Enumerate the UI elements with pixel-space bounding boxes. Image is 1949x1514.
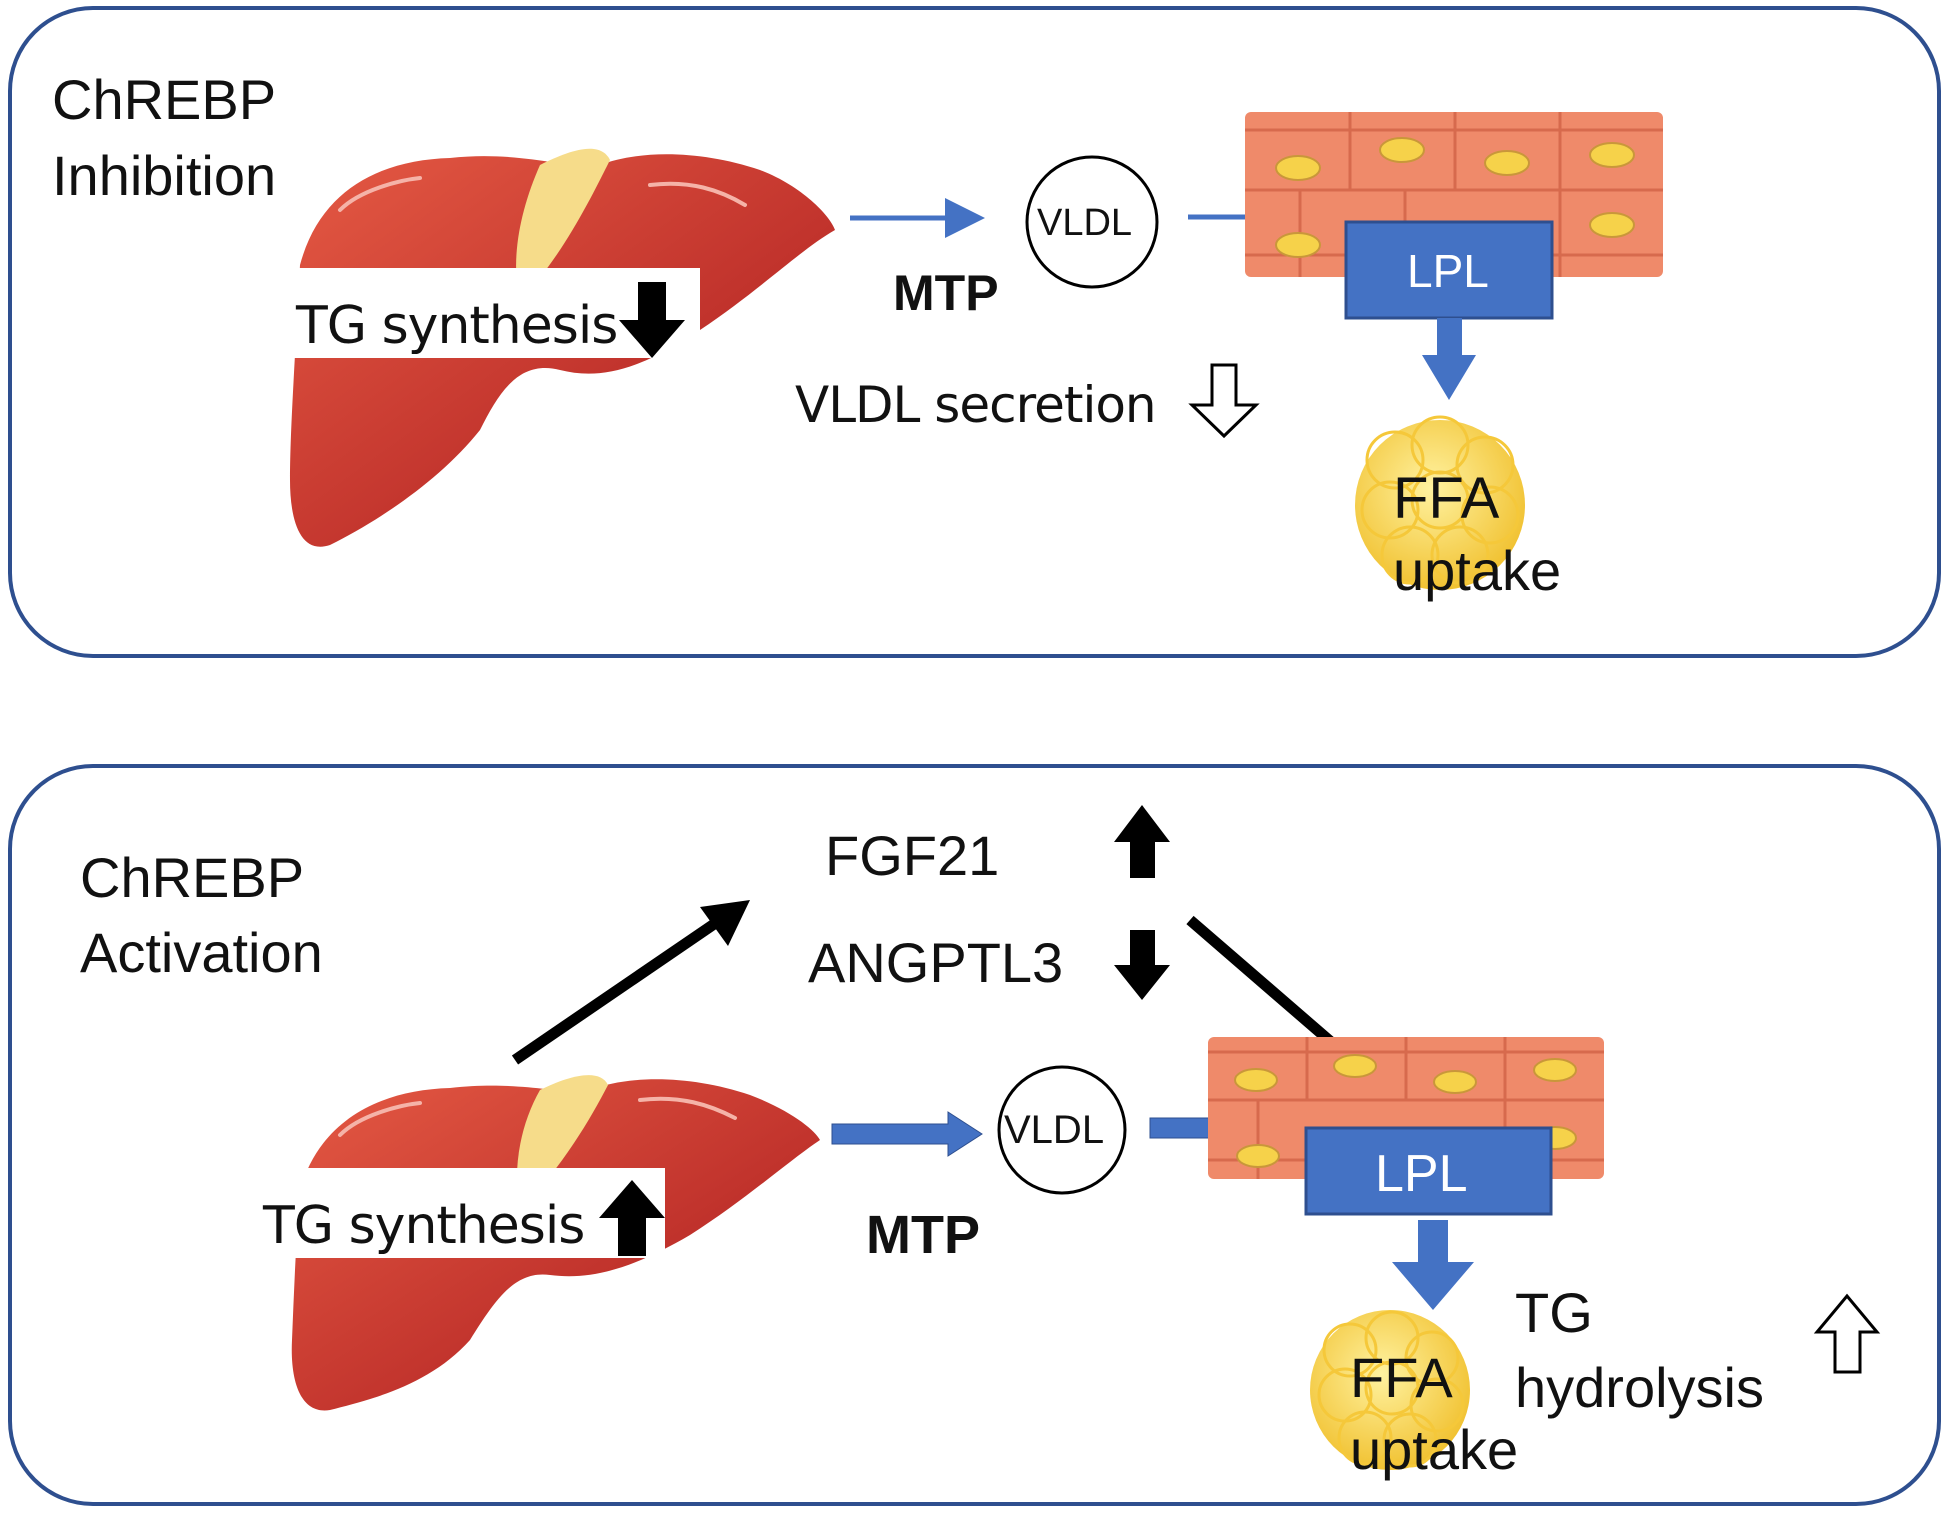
top-tg-synthesis-label: TG synthesis (296, 296, 618, 356)
bottom-vldl-label: VLDL (1004, 1108, 1105, 1152)
arrow-lpl-ffa-top (1422, 318, 1476, 400)
fat-globule-top (1355, 415, 1525, 590)
lpl-box-bottom (1304, 1126, 1553, 1216)
hollow-up-arrow-tg-hydrolysis (1813, 1293, 1881, 1374)
top-title-line1: ChREBP (52, 68, 277, 131)
tg-box-top (285, 268, 700, 358)
bottom-title-line1: ChREBP (80, 846, 305, 909)
tg-hydrolysis-line2: hydrolysis (1515, 1356, 1764, 1419)
arrow-lpl-ffa-bottom (1392, 1220, 1474, 1310)
up-arrow-tg-bottom (599, 1180, 665, 1256)
lpl-box-top (1344, 220, 1554, 320)
top-title-line2: Inhibition (52, 144, 277, 207)
top-vldl-secretion-label: VLDL secretion (795, 376, 1157, 434)
bottom-lpl-label: LPL (1375, 1145, 1468, 1203)
fat-globule-bottom (1310, 1310, 1470, 1470)
top-ffa-label: FFA (1393, 466, 1500, 531)
tg-box-bottom (260, 1168, 665, 1258)
top-mtp-label: MTP (893, 265, 999, 321)
vldl-circle-bottom (997, 1065, 1127, 1195)
arrow-liver-vldl-bottom (831, 1111, 983, 1157)
fgf21-label: FGF21 (825, 824, 1000, 887)
bottom-title-line2: Activation (80, 921, 323, 984)
up-arrow-fgf21 (1114, 805, 1170, 878)
top-lpl-label: LPL (1407, 245, 1489, 297)
vldl-circle-top (1025, 155, 1159, 289)
down-arrow-angptl3 (1114, 930, 1170, 1000)
down-arrow-tg-top (619, 282, 685, 358)
bottom-tg-synthesis-label: TG synthesis (263, 1196, 585, 1256)
tg-hydrolysis-line1: TG (1515, 1281, 1593, 1344)
bottom-uptake-label: uptake (1350, 1418, 1519, 1481)
bottom-mtp-label: MTP (866, 1205, 980, 1265)
arrow-liver-fgf21 (511, 915, 724, 1065)
bottom-ffa-label: FFA (1350, 1346, 1453, 1409)
top-uptake-label: uptake (1393, 539, 1562, 602)
hollow-down-arrow-vldl-secretion (1188, 363, 1260, 439)
angptl3-label: ANGPTL3 (808, 931, 1064, 994)
top-vldl-label: VLDL (1037, 202, 1133, 244)
